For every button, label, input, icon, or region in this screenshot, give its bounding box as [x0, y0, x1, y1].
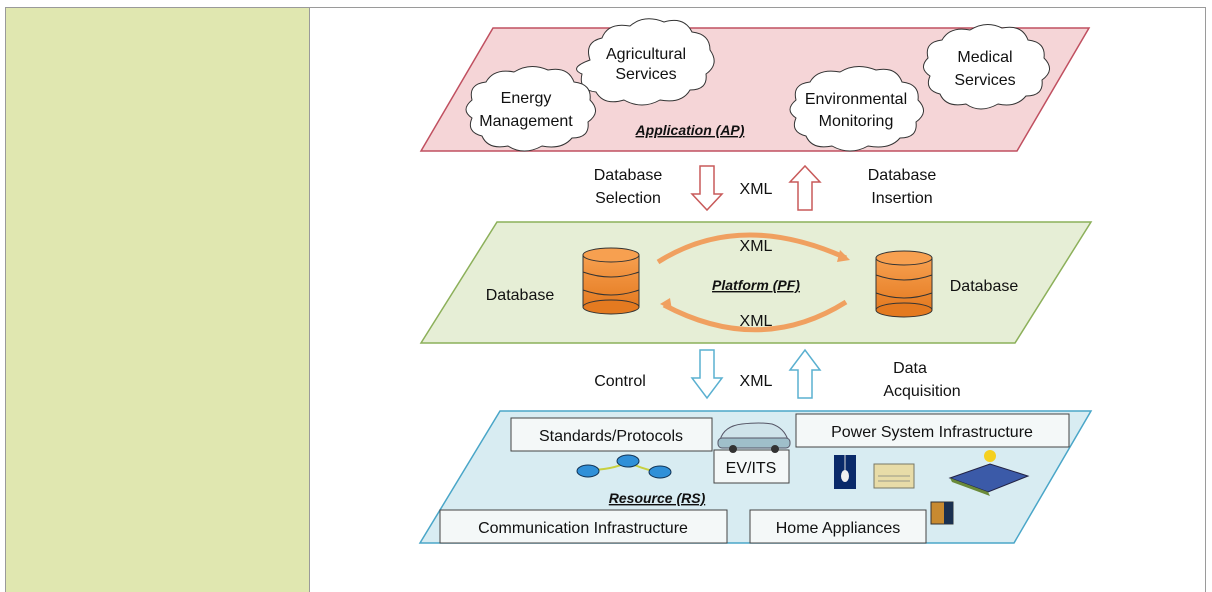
service-line1: Medical	[957, 49, 1012, 66]
sync-arrow-top-icon	[656, 232, 848, 265]
service-line2: Services	[954, 72, 1015, 89]
service-line2: Monitoring	[819, 113, 894, 130]
network-routers-icon	[576, 454, 672, 479]
data-acquisition-label-line2: Acquisition	[883, 383, 960, 400]
lower-xml-label: XML	[740, 373, 773, 390]
electric-car-icon	[717, 422, 791, 453]
cloud-agricultural-services: Agricultural Services	[576, 18, 715, 106]
left-sidebar-panel	[6, 8, 310, 592]
control-label: Control	[594, 373, 646, 390]
service-line2: Services	[615, 66, 676, 83]
sync-arrow-bottom-icon	[662, 299, 848, 333]
service-line2: Management	[479, 113, 573, 130]
appliance-box-icon	[930, 501, 954, 525]
cloud-environmental-monitoring: Environmental Monitoring	[789, 66, 924, 152]
standards-protocols-box: Standards/Protocols	[510, 417, 713, 452]
up-arrow-red-icon	[788, 164, 822, 211]
ev-its-label: EV/ITS	[726, 460, 777, 477]
upper-xml-label: XML	[740, 181, 773, 198]
resource-layer-title: Resource (RS)	[609, 490, 706, 506]
database-insertion-label-line2: Insertion	[871, 190, 932, 207]
service-line1: Agricultural	[606, 46, 686, 63]
solar-panel-icon	[948, 450, 1030, 496]
database-selection-label-line1: Database	[594, 167, 663, 184]
cloud-energy-management: Energy Management	[465, 66, 596, 152]
platform-xml-bottom: XML	[740, 313, 773, 330]
power-system-infrastructure-box: Power System Infrastructure	[795, 413, 1070, 448]
application-layer-title: Application (AP)	[635, 122, 745, 138]
database-insertion-label-line1: Database	[868, 167, 937, 184]
down-arrow-red-icon	[690, 165, 724, 212]
platform-database-right-label: Database	[950, 278, 1019, 295]
database-icon	[875, 250, 933, 318]
data-acquisition-label-line1: Data	[893, 360, 927, 377]
air-conditioner-icon	[873, 463, 915, 489]
communication-infrastructure-box: Communication Infrastructure	[439, 509, 728, 544]
communication-infrastructure-label: Communication Infrastructure	[478, 520, 688, 537]
home-appliances-box: Home Appliances	[749, 509, 927, 544]
down-arrow-blue-icon	[690, 349, 724, 400]
standards-protocols-label: Standards/Protocols	[539, 428, 683, 445]
platform-xml-top: XML	[740, 238, 773, 255]
home-appliances-label: Home Appliances	[776, 520, 901, 537]
service-line1: Energy	[501, 90, 552, 107]
platform-layer-title: Platform (PF)	[712, 277, 800, 293]
database-selection-label-line2: Selection	[595, 190, 661, 207]
service-line1: Environmental	[805, 91, 907, 108]
figure-frame	[5, 7, 1206, 592]
database-icon	[582, 247, 640, 315]
light-bulb-icon	[834, 455, 856, 489]
power-system-infrastructure-label: Power System Infrastructure	[831, 424, 1033, 441]
up-arrow-blue-icon	[788, 348, 822, 399]
ev-its-box: EV/ITS	[713, 449, 790, 484]
platform-database-left-label: Database	[486, 287, 555, 304]
cloud-medical-services: Medical Services	[923, 24, 1050, 110]
